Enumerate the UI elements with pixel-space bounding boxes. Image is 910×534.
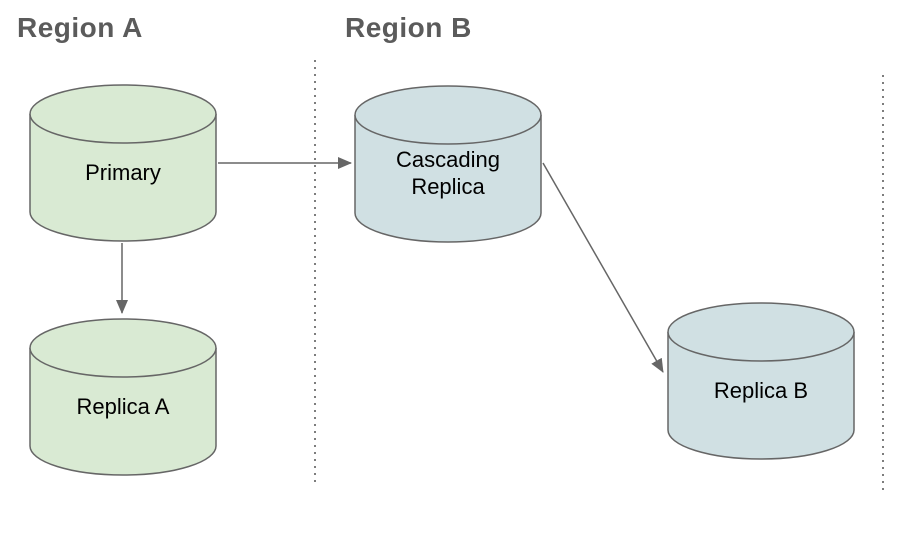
database-cylinder-icon <box>667 302 855 460</box>
region-separator-left <box>314 60 316 485</box>
database-cylinder-icon <box>354 85 542 243</box>
database-cylinder-icon <box>29 84 217 242</box>
region-separator-right <box>882 75 884 495</box>
database-cylinder-icon <box>29 318 217 476</box>
region-b-title: Region B <box>345 12 472 43</box>
node-label-replica-a: Replica A <box>76 393 170 419</box>
node-cascading-replica[interactable]: Cascading Replica <box>353 84 543 244</box>
node-label-cascading-replica: Cascading Replica <box>396 147 500 199</box>
node-label-primary: Primary <box>85 159 161 185</box>
node-primary[interactable]: Primary <box>28 83 218 243</box>
region-a-title: Region A <box>17 12 143 43</box>
arrow-cascading-replica-to-replica-b <box>542 162 664 373</box>
node-replica-b[interactable]: Replica B <box>666 301 856 461</box>
node-label-replica-b: Replica B <box>713 377 809 403</box>
node-replica-a[interactable]: Replica A <box>28 317 218 477</box>
